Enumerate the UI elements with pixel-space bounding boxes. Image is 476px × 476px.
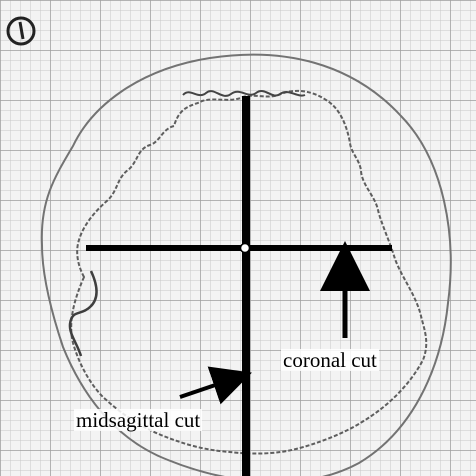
midsagittal-cut-label: midsagittal cut <box>74 408 203 432</box>
upper-wavy-trace <box>182 90 306 97</box>
cut-intersection-marker <box>239 242 251 254</box>
corner-marker <box>6 16 36 46</box>
midsagittal-arrow <box>179 366 252 405</box>
outer-brain-outline <box>40 53 452 476</box>
coronal-cut-label: coronal cut <box>281 348 379 372</box>
left-inner-edge-trace <box>68 270 98 357</box>
inner-cortex-outline <box>70 89 428 455</box>
